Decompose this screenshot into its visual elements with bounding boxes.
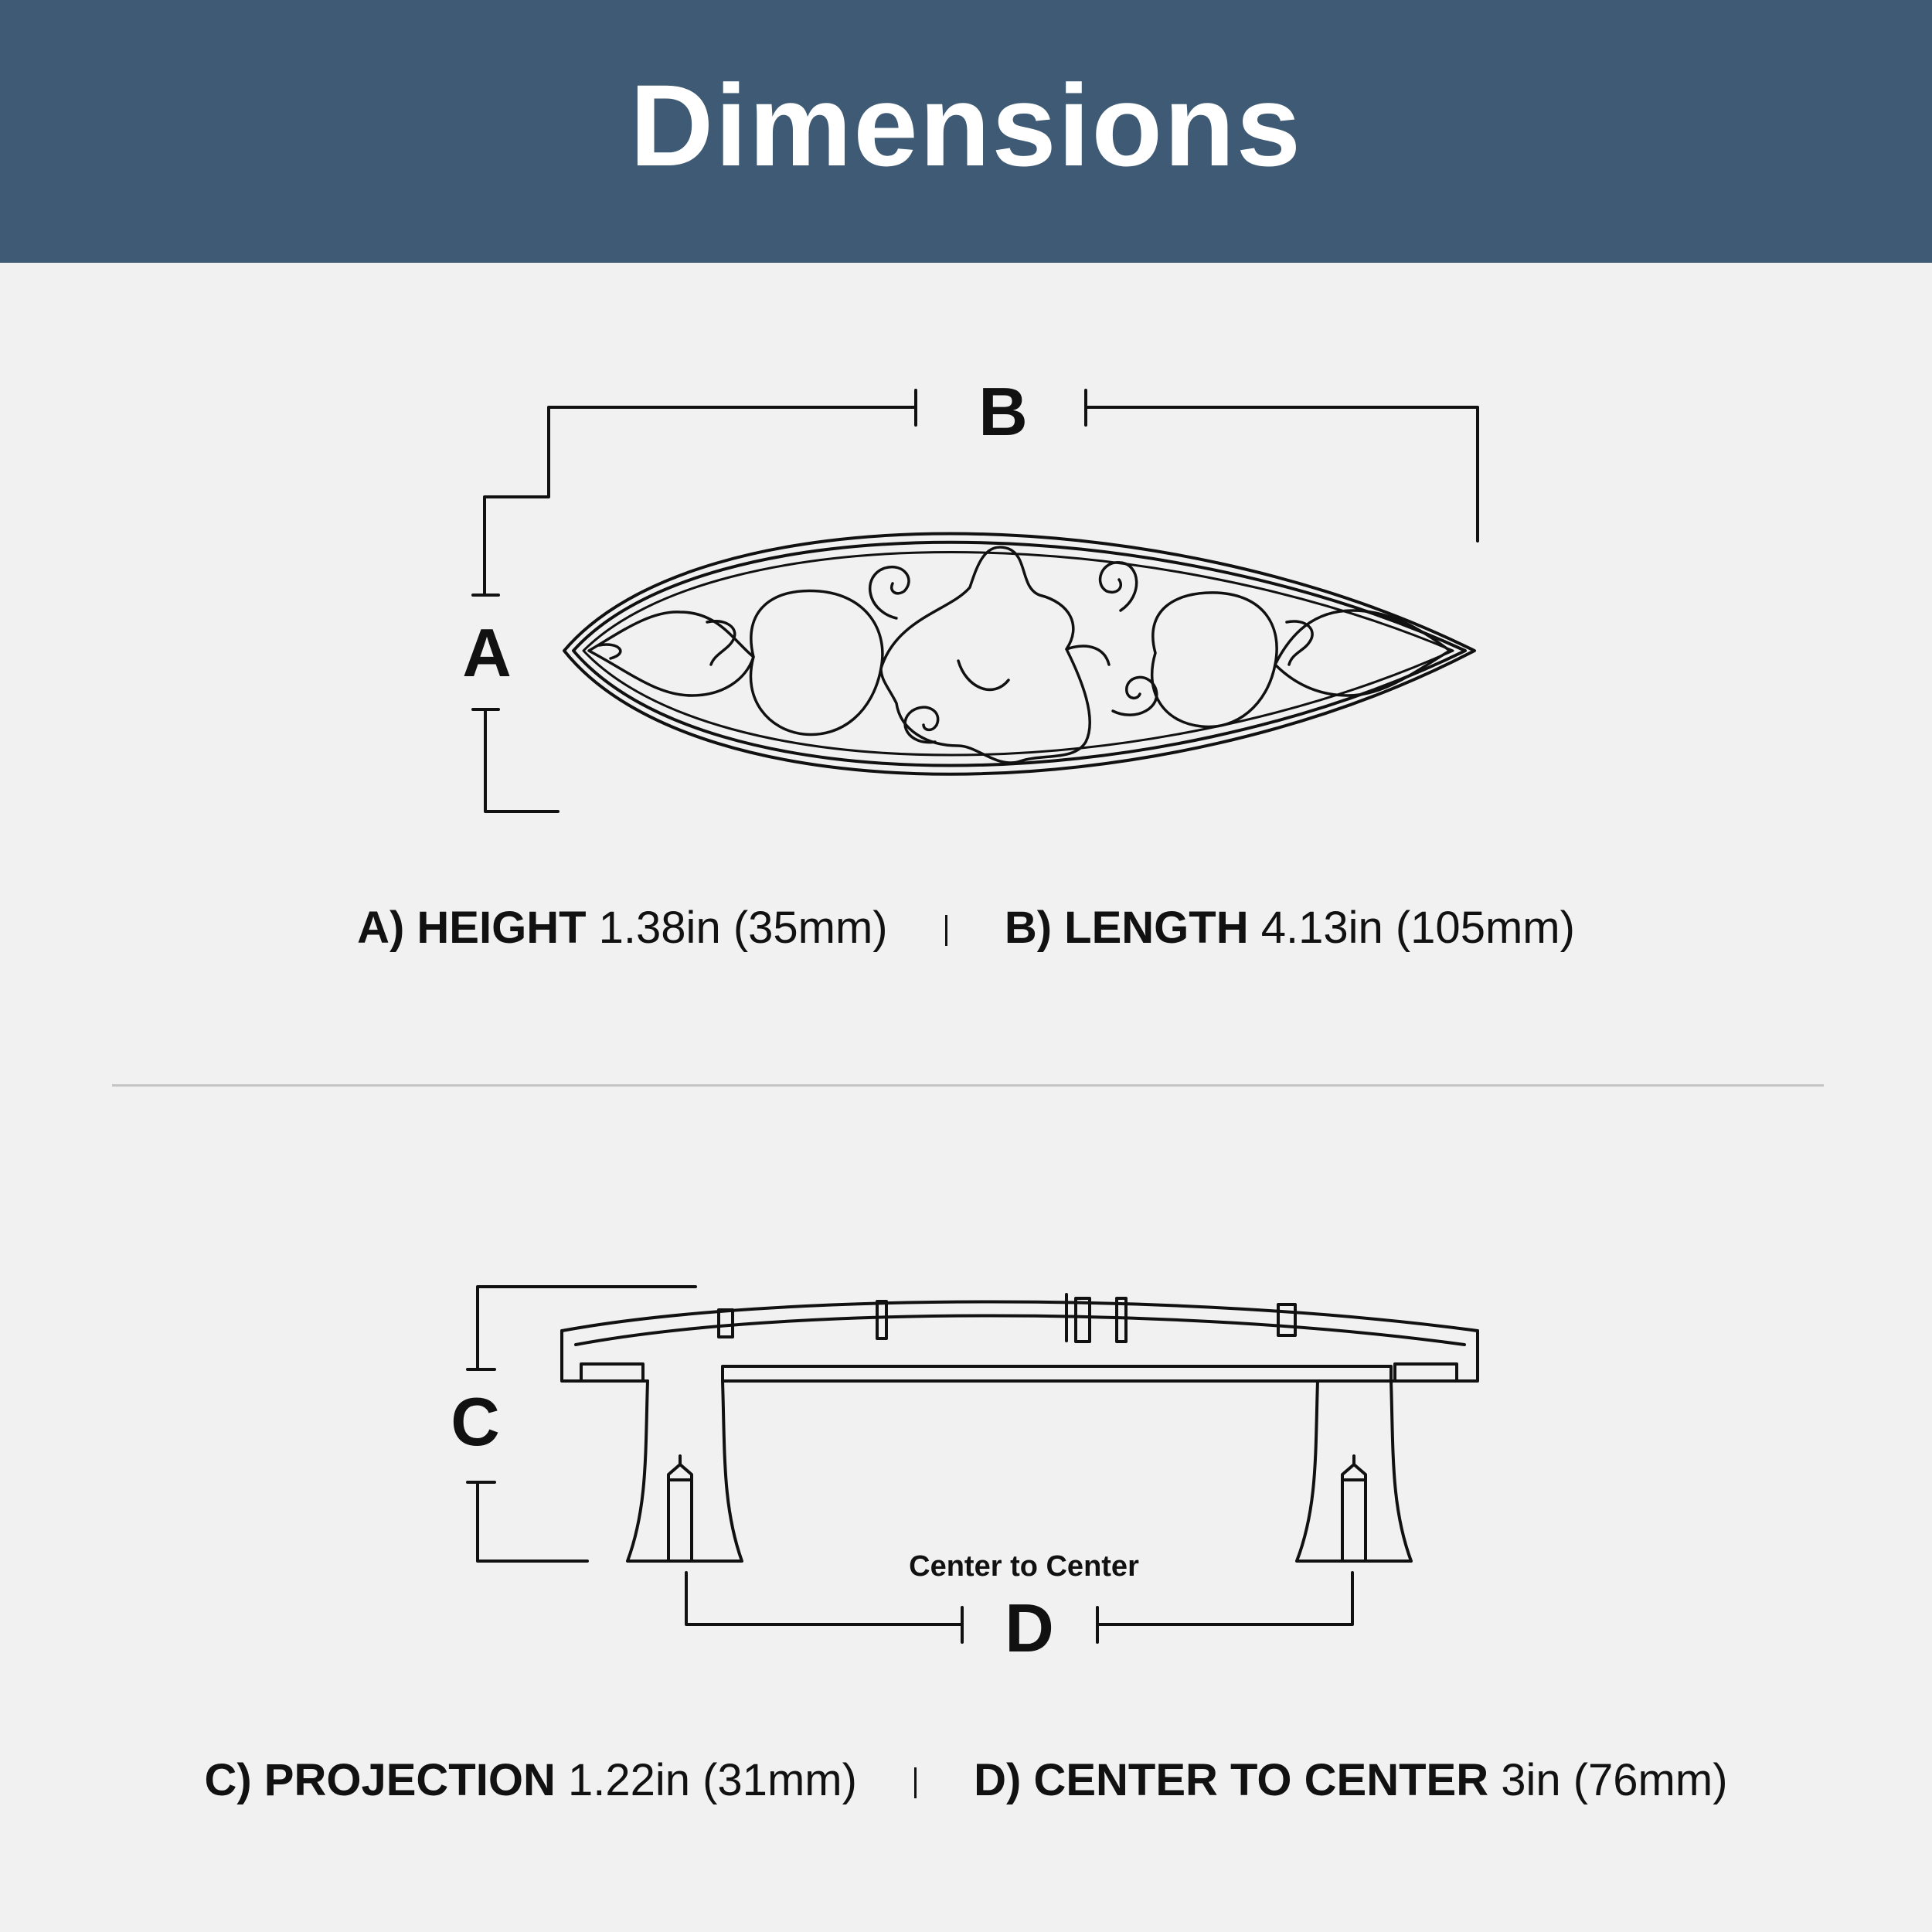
spec-center-label: D) CENTER TO CENTER [974, 1755, 1489, 1805]
page-title: Dimensions [629, 60, 1303, 190]
handle-profile [560, 1293, 1479, 1563]
spec-line-top: A) HEIGHT 1.38in (35mm) B) LENGTH 4.13in… [0, 906, 1932, 951]
spec-line-bottom: C) PROJECTION 1.22in (31mm) D) CENTER TO… [0, 1758, 1932, 1803]
dimension-line-c [466, 1285, 697, 1563]
label-d: D [1005, 1590, 1054, 1666]
label-c: C [451, 1383, 500, 1460]
center-to-center-caption: Center to Center [909, 1550, 1139, 1583]
header-banner: Dimensions [0, 0, 1932, 263]
backplate-outline [563, 532, 1476, 776]
label-b: B [978, 373, 1028, 450]
spec-projection-label: C) PROJECTION [204, 1755, 556, 1805]
section-divider [112, 1084, 1824, 1087]
dimension-line-d [685, 1571, 1354, 1644]
spec-height-label: A) HEIGHT [357, 903, 587, 953]
spec-length-label: B) LENGTH [1004, 903, 1249, 953]
spec-separator [914, 1767, 917, 1798]
spec-separator [944, 915, 947, 946]
label-a: A [462, 614, 512, 691]
filigree-ornament [587, 546, 1451, 764]
spec-height-value: 1.38in (35mm) [598, 903, 888, 953]
dimension-line-a [471, 594, 560, 813]
dimension-line-b [483, 389, 1479, 597]
spec-length-value: 4.13in (105mm) [1260, 903, 1575, 953]
spec-projection-value: 1.22in (31mm) [567, 1755, 857, 1805]
spec-center-value: 3in (76mm) [1501, 1755, 1728, 1805]
